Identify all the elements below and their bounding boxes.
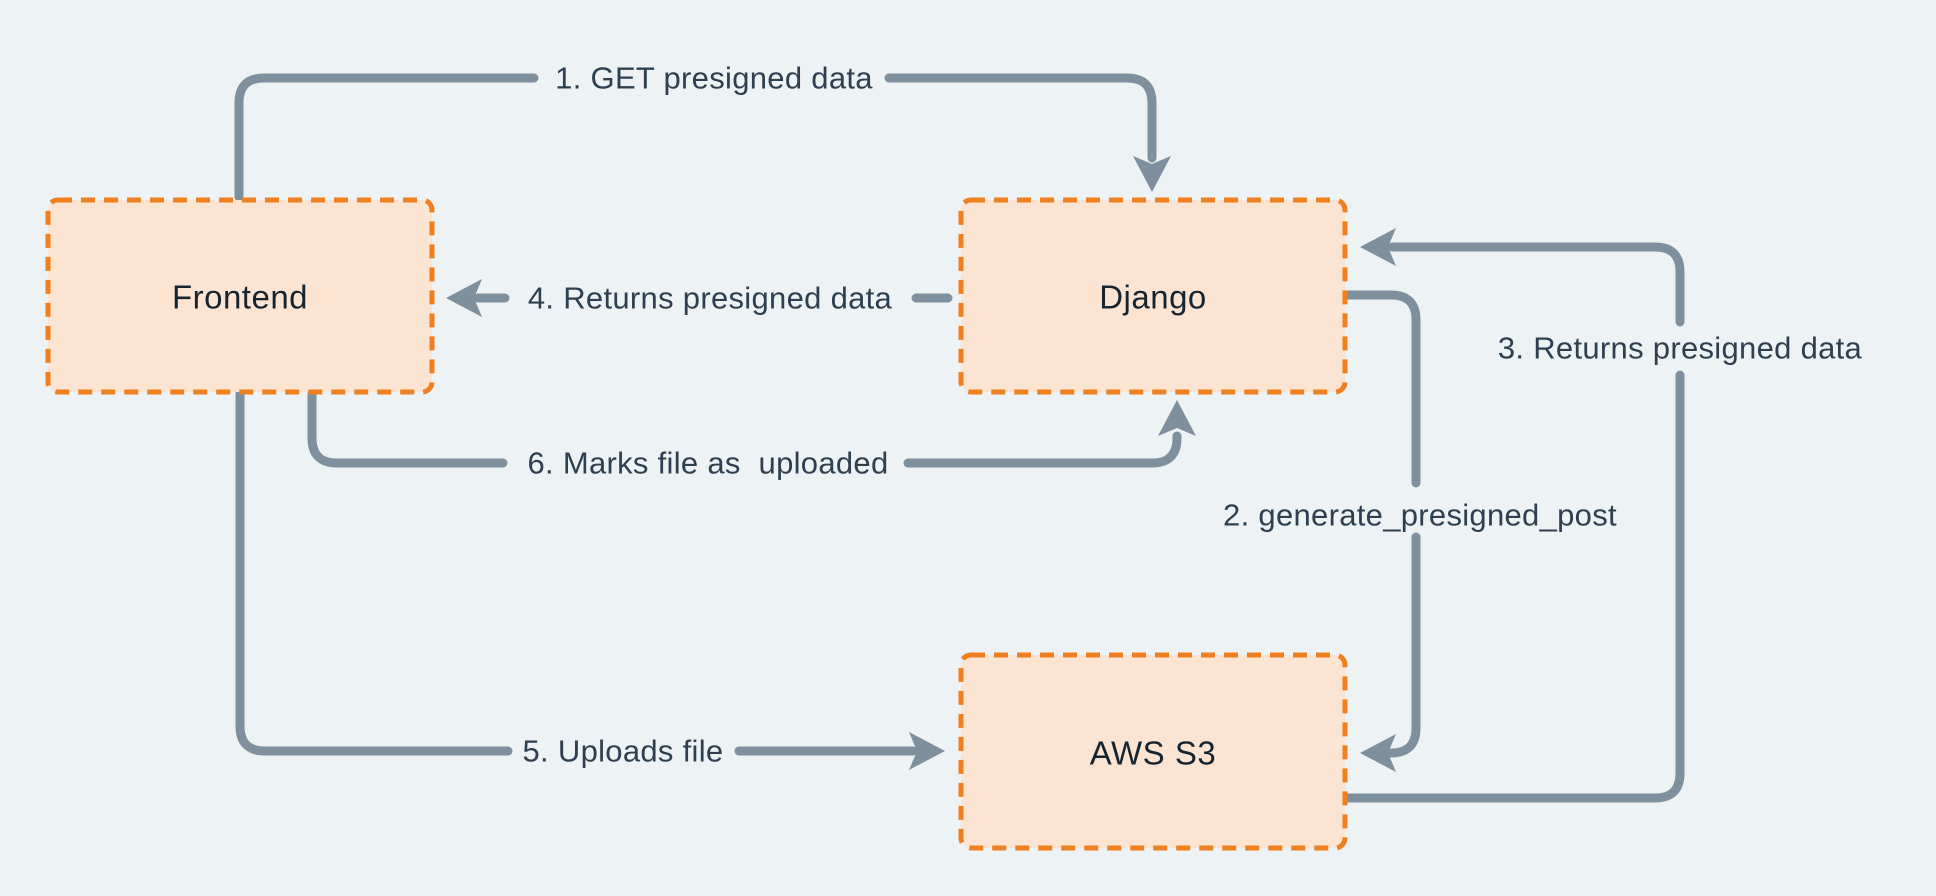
node-aws-s3-label: AWS S3 bbox=[1090, 735, 1216, 772]
node-django-box bbox=[958, 197, 1348, 395]
arrowhead-down-icon bbox=[1133, 156, 1171, 192]
arrowhead-up-icon bbox=[1158, 400, 1196, 436]
edge-returns-presigned-data-to-django: 3. Returns presigned data bbox=[1343, 228, 1863, 803]
edge-line bbox=[884, 73, 1157, 163]
node-frontend: Frontend bbox=[45, 197, 435, 395]
edge-line bbox=[234, 73, 539, 202]
edge-label-1: 1. GET presigned data bbox=[555, 61, 873, 96]
edge-label-6: 6. Marks file as uploaded bbox=[527, 446, 888, 481]
edge-line bbox=[307, 389, 508, 468]
node-django-label: Django bbox=[1099, 279, 1207, 316]
edge-line bbox=[235, 389, 513, 756]
node-frontend-box bbox=[45, 197, 435, 395]
arrowhead-left-icon bbox=[1360, 734, 1396, 772]
edge-line bbox=[903, 431, 1182, 468]
edge-line bbox=[1343, 290, 1421, 488]
edge-generate-presigned-post: 2. generate_presigned_post bbox=[1223, 290, 1617, 772]
edge-label-5: 5. Uploads file bbox=[523, 734, 724, 769]
edge-label-4: 4. Returns presigned data bbox=[528, 281, 893, 316]
node-aws-s3: AWS S3 bbox=[958, 652, 1348, 851]
arrowhead-left-icon bbox=[1360, 228, 1396, 266]
node-frontend-label: Frontend bbox=[172, 279, 308, 316]
edge-line bbox=[1385, 532, 1421, 758]
edge-get-presigned-data: 1. GET presigned data bbox=[234, 61, 1171, 202]
node-aws-s3-box bbox=[958, 652, 1348, 851]
edge-line bbox=[1343, 370, 1685, 803]
edge-line bbox=[1387, 242, 1685, 327]
node-django: Django bbox=[958, 197, 1348, 395]
arrowhead-left-icon bbox=[446, 279, 482, 317]
edge-label-3: 3. Returns presigned data bbox=[1498, 331, 1863, 366]
edge-marks-file-uploaded: 6. Marks file as uploaded bbox=[307, 389, 1196, 481]
edge-uploads-file: 5. Uploads file bbox=[235, 389, 945, 770]
arrowhead-right-icon bbox=[909, 732, 945, 770]
edge-returns-presigned-data-to-frontend: 4. Returns presigned data bbox=[446, 279, 953, 317]
edge-label-2: 2. generate_presigned_post bbox=[1223, 498, 1617, 533]
